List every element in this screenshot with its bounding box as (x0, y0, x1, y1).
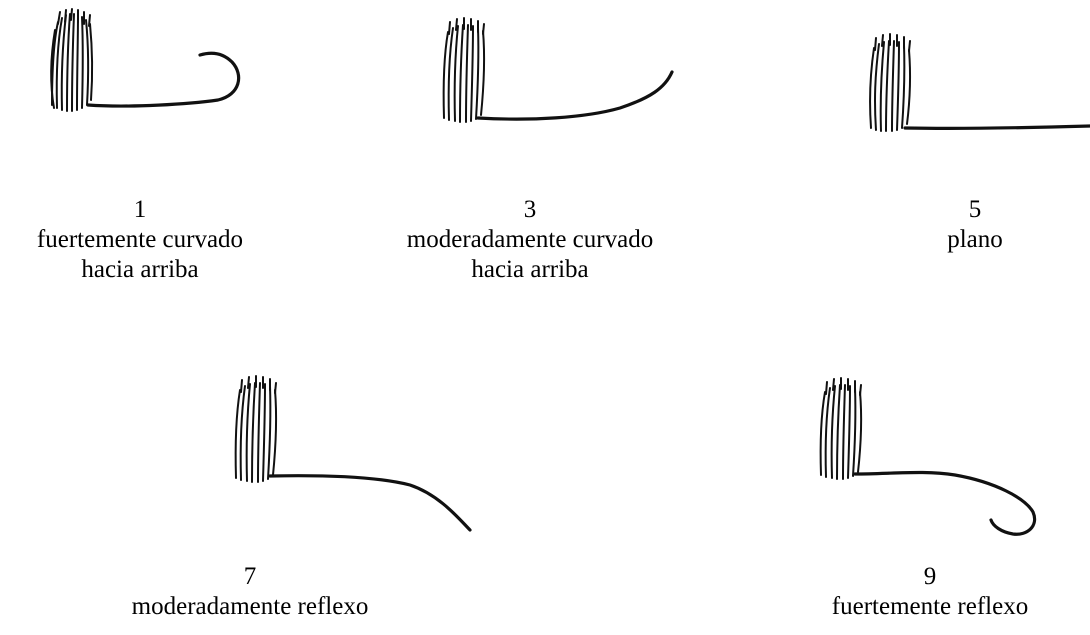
flat-drawing (869, 33, 1090, 132)
score-1: 1 (133, 196, 147, 223)
score-5: 5 (968, 196, 982, 223)
description-1-line2: hacia arriba (81, 256, 199, 283)
flower-tuft (50, 8, 94, 112)
style-curve (268, 474, 472, 532)
description-5-line1: plano (947, 226, 1003, 253)
flower-tuft (819, 377, 863, 480)
style-illustration-7: 7 moderadamente reflexo (110, 330, 530, 620)
curved-up-moderate-drawing (442, 17, 674, 123)
caption-9: 9 fuertemente reflexo (800, 562, 1060, 622)
flower-tuft (442, 17, 486, 123)
curved-up-strong-drawing (50, 8, 241, 112)
description-9-line1: fuertemente reflexo (831, 593, 1029, 620)
reflexed-moderate-drawing (234, 375, 472, 532)
caption-7: 7 moderadamente reflexo (100, 562, 400, 622)
style-illustration-9: 9 fuertemente reflexo (775, 330, 1090, 620)
description-1-line1: fuertemente curvado (36, 226, 244, 253)
style-curve (853, 470, 1037, 536)
score-3: 3 (523, 196, 537, 223)
style-illustration-5: 5 plano (850, 0, 1090, 253)
flower-tuft (234, 375, 278, 483)
caption-3: 3 moderadamente curvado hacia arriba (365, 195, 695, 285)
score-7: 7 (243, 563, 257, 590)
caption-1: 1 fuertemente curvado hacia arriba (0, 195, 280, 285)
style-illustration-1: 1 fuertemente curvado hacia arriba (0, 0, 320, 283)
score-9: 9 (923, 563, 937, 590)
style-curve (903, 124, 1090, 130)
caption-5: 5 plano (890, 195, 1060, 255)
description-7-line1: moderadamente reflexo (131, 593, 369, 620)
reflexed-strong-drawing (819, 377, 1037, 536)
style-illustration-3: 3 moderadamente curvado hacia arriba (370, 0, 700, 283)
style-curve (476, 70, 674, 121)
description-3-line2: hacia arriba (471, 256, 589, 283)
style-curve (86, 51, 241, 108)
description-3-line1: moderadamente curvado (406, 226, 654, 253)
flower-tuft (869, 33, 912, 132)
